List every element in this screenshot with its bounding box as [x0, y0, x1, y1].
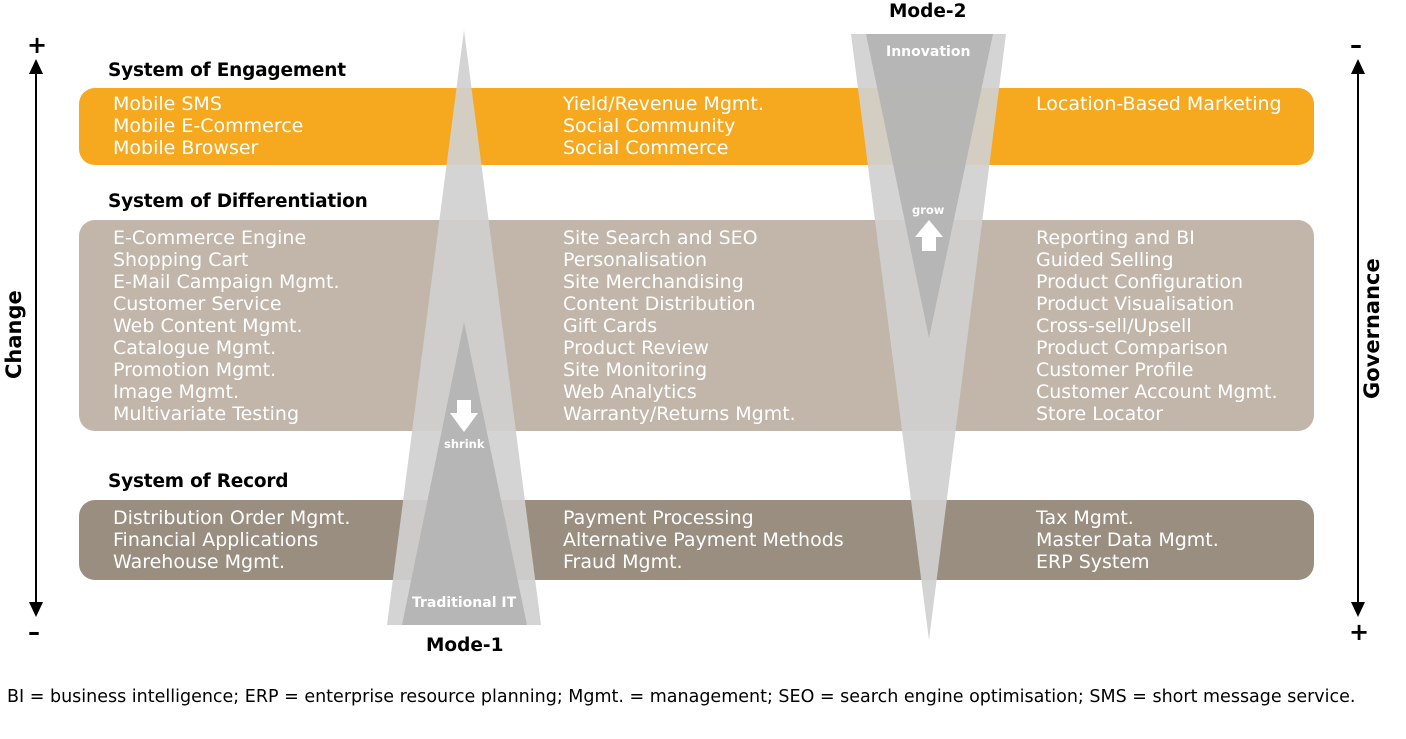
engagement-title: System of Engagement: [108, 60, 346, 81]
list-item: Site Search and SEO: [563, 227, 758, 249]
list-item: Cross-sell/Upsell: [1036, 315, 1192, 337]
list-item: Product Configuration: [1036, 271, 1244, 293]
differentiation-title: System of Differentiation: [108, 191, 368, 212]
grow-arrow-icon: [915, 220, 943, 251]
differentiation-col-2: Site Search and SEO Personalisation Site…: [563, 227, 796, 425]
list-item: Site Merchandising: [563, 271, 744, 293]
list-item: Warranty/Returns Mgmt.: [563, 403, 796, 425]
list-item: Product Visualisation: [1036, 293, 1235, 315]
list-item: Master Data Mgmt.: [1036, 529, 1219, 551]
mode1-inner-triangle: [402, 322, 527, 625]
list-item: Tax Mgmt.: [1036, 507, 1134, 529]
list-item: Personalisation: [563, 249, 707, 271]
list-item: E-Mail Campaign Mgmt.: [113, 271, 340, 293]
list-item: Mobile SMS: [113, 93, 222, 115]
list-item: Guided Selling: [1036, 249, 1174, 271]
list-item: Store Locator: [1036, 403, 1164, 425]
list-item: Location-Based Marketing: [1036, 93, 1282, 115]
innovation-label: Innovation: [886, 44, 971, 60]
list-item: Site Monitoring: [563, 359, 708, 381]
list-item: Reporting and BI: [1036, 227, 1195, 249]
governance-bottom-sign: +: [1349, 618, 1370, 646]
list-item: Image Mgmt.: [113, 381, 239, 403]
list-item: Multivariate Testing: [113, 403, 300, 425]
list-item: Web Content Mgmt.: [113, 315, 303, 337]
record-band: [79, 500, 1314, 580]
change-axis-label: Change: [2, 290, 26, 379]
list-item: Product Review: [563, 337, 709, 359]
list-item: Customer Account Mgmt.: [1036, 381, 1278, 403]
list-item: Customer Profile: [1036, 359, 1194, 381]
traditional-it-label: Traditional IT: [412, 595, 517, 611]
list-item: ERP System: [1036, 551, 1150, 573]
differentiation-col-1: E-Commerce Engine Shopping Cart E-Mail C…: [113, 227, 340, 425]
list-item: Gift Cards: [563, 315, 658, 337]
governance-top-sign: –: [1350, 31, 1362, 59]
footnote: BI = business intelligence; ERP = enterp…: [7, 687, 1356, 707]
differentiation-col-3: Reporting and BI Guided Selling Product …: [1036, 227, 1278, 425]
list-item: Product Comparison: [1036, 337, 1228, 359]
engagement-band: [79, 88, 1314, 165]
mode2-outer-triangle: [851, 34, 1006, 640]
governance-axis-label: Governance: [1360, 258, 1384, 399]
engagement-col-2: Yield/Revenue Mgmt. Social Community Soc…: [563, 93, 764, 159]
record-col-3: Tax Mgmt. Master Data Mgmt. ERP System: [1036, 507, 1219, 573]
engagement-col-3: Location-Based Marketing: [1036, 93, 1282, 115]
list-item: Shopping Cart: [113, 249, 249, 271]
engagement-col-1: Mobile SMS Mobile E-Commerce Mobile Brow…: [113, 93, 303, 159]
list-item: Mobile E-Commerce: [113, 115, 304, 137]
change-axis-arrow: [29, 59, 43, 617]
record-title: System of Record: [108, 471, 289, 492]
list-item: Social Community: [563, 115, 736, 137]
list-item: Distribution Order Mgmt.: [113, 507, 351, 529]
list-item: Fraud Mgmt.: [563, 551, 683, 573]
differentiation-band: [79, 220, 1314, 431]
list-item: Mobile Browser: [113, 137, 259, 159]
list-item: Catalogue Mgmt.: [113, 337, 277, 359]
grow-label: grow: [912, 203, 945, 217]
list-item: Payment Processing: [563, 507, 754, 529]
list-item: E-Commerce Engine: [113, 227, 307, 249]
record-col-2: Payment Processing Alternative Payment M…: [563, 507, 844, 573]
record-col-1: Distribution Order Mgmt. Financial Appli…: [113, 507, 350, 573]
list-item: Warehouse Mgmt.: [113, 551, 286, 573]
list-item: Alternative Payment Methods: [563, 529, 844, 551]
shrink-arrow-icon: [450, 400, 478, 432]
list-item: Content Distribution: [563, 293, 756, 315]
list-item: Yield/Revenue Mgmt.: [563, 93, 764, 115]
list-item: Social Commerce: [563, 137, 729, 159]
change-bottom-sign: –: [28, 618, 40, 646]
governance-axis-arrow: [1351, 59, 1365, 617]
list-item: Customer Service: [113, 293, 282, 315]
change-top-sign: +: [27, 31, 48, 59]
mode1-label: Mode-1: [426, 635, 504, 656]
list-item: Web Analytics: [563, 381, 697, 403]
mode2-label: Mode-2: [889, 1, 967, 22]
mode2-inner-triangle: [866, 34, 993, 338]
list-item: Promotion Mgmt.: [113, 359, 277, 381]
shrink-label: shrink: [444, 437, 485, 451]
list-item: Financial Applications: [113, 529, 319, 551]
